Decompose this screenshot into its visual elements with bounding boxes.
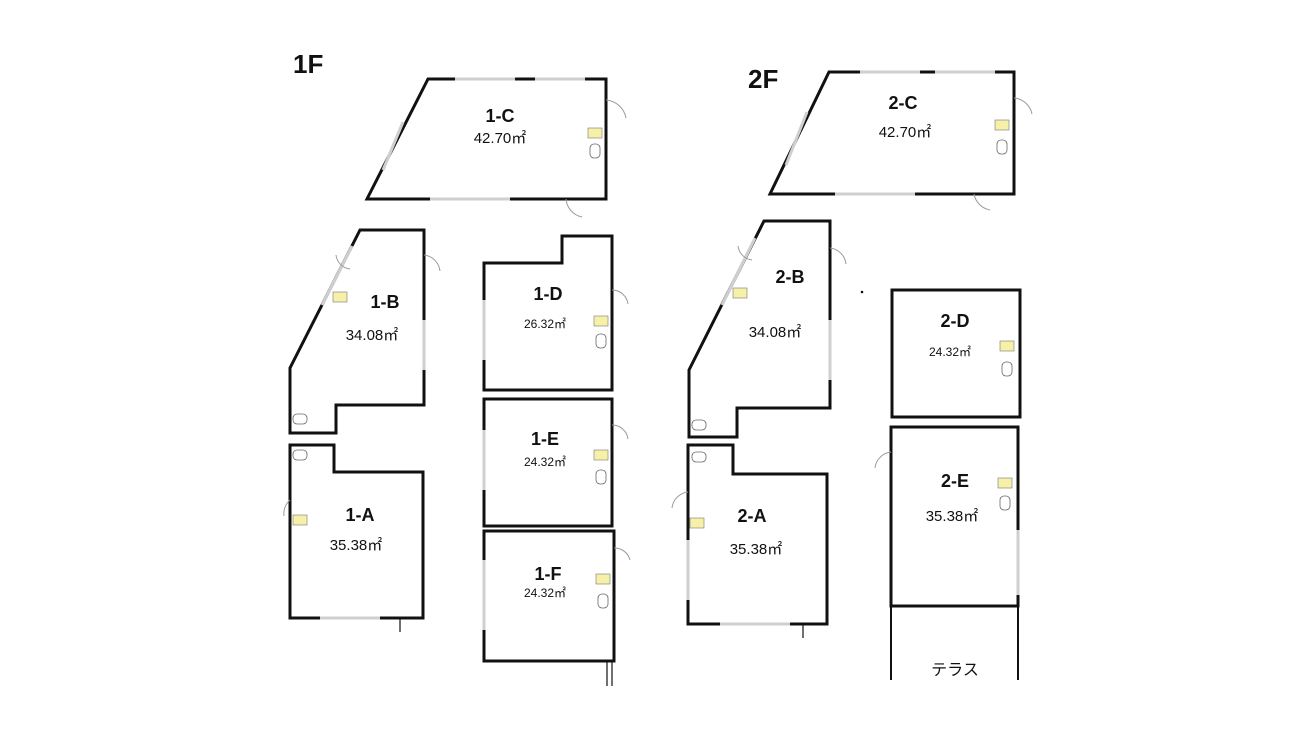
- unit-1b[interactable]: 1-B 34.08㎡: [288, 228, 441, 435]
- unit-name: 2-E: [941, 471, 969, 491]
- toilet-icon: [595, 333, 607, 349]
- kitchen-icon: [999, 340, 1015, 352]
- unit-2c[interactable]: 2-C 42.70㎡: [767, 70, 1033, 211]
- toilet-icon: [1001, 361, 1013, 377]
- kitchen-icon: [732, 287, 748, 299]
- unit-1c[interactable]: 1-C 42.70㎡: [364, 77, 627, 218]
- unit-2a[interactable]: 2-A 35.38㎡: [671, 443, 829, 638]
- kitchen-icon: [593, 315, 609, 327]
- toilet-icon: [996, 139, 1008, 155]
- unit-name: 1-A: [345, 505, 374, 525]
- door-swing-icon: [973, 193, 991, 211]
- unit-name: 2-A: [737, 506, 766, 526]
- floor-label-1f: 1F: [293, 49, 323, 79]
- door-swing-icon: [611, 289, 629, 305]
- unit-2e-walls: [889, 425, 1020, 608]
- unit-1f[interactable]: 1-F 24.32㎡: [482, 529, 631, 686]
- unit-area: 26.32㎡: [524, 317, 566, 331]
- terrace: テラス: [890, 606, 1019, 680]
- unit-name: 2-C: [888, 93, 917, 113]
- unit-name: 1-E: [531, 429, 559, 449]
- kitchen-icon: [593, 449, 609, 461]
- toilet-icon: [999, 495, 1011, 511]
- unit-name: 1-D: [533, 284, 562, 304]
- unit-area: 42.70㎡: [474, 130, 527, 147]
- unit-name: 1-B: [370, 292, 399, 312]
- door-swing-icon: [671, 491, 689, 509]
- kitchen-icon: [689, 517, 705, 529]
- unit-name: 2-D: [940, 311, 969, 331]
- floor-label-2f: 2F: [748, 64, 778, 94]
- door-swing-icon: [613, 547, 631, 561]
- unit-2a-walls: [686, 443, 829, 626]
- toilet-icon: [292, 449, 308, 461]
- door-swing-icon: [335, 254, 351, 270]
- unit-area: 35.38㎡: [926, 508, 979, 525]
- kitchen-icon: [587, 127, 603, 139]
- kitchen-icon: [997, 477, 1013, 489]
- unit-2b-walls: [687, 219, 832, 439]
- door-swing-icon: [1013, 97, 1033, 115]
- unit-area: 35.38㎡: [730, 541, 783, 558]
- toilet-icon: [595, 469, 607, 485]
- unit-1e[interactable]: 1-E 24.32㎡: [482, 397, 629, 528]
- unit-area: 35.38㎡: [330, 537, 383, 554]
- toilet-icon: [691, 419, 707, 431]
- unit-2d[interactable]: 2-D 24.32㎡: [890, 288, 1022, 419]
- door-swing-icon: [283, 499, 291, 517]
- kitchen-icon: [332, 291, 348, 303]
- kitchen-icon: [994, 119, 1010, 131]
- marker-dot: [860, 290, 864, 294]
- unit-area: 24.32㎡: [524, 455, 566, 469]
- unit-2e[interactable]: 2-E 35.38㎡: [874, 425, 1020, 608]
- toilet-icon: [691, 451, 707, 463]
- door-swing-icon: [605, 99, 627, 119]
- toilet-icon: [597, 593, 609, 609]
- terrace-label: テラス: [931, 662, 979, 679]
- unit-2d-walls: [890, 288, 1022, 419]
- door-swing-icon: [565, 198, 583, 218]
- unit-name: 1-F: [535, 564, 562, 584]
- door-swing-icon: [611, 424, 629, 440]
- unit-area: 34.08㎡: [749, 324, 802, 341]
- unit-1b-walls: [288, 228, 426, 435]
- unit-1a[interactable]: 1-A 35.38㎡: [283, 443, 425, 632]
- kitchen-icon: [292, 514, 308, 526]
- unit-area: 34.08㎡: [346, 327, 399, 344]
- unit-1a-walls: [288, 443, 425, 620]
- door-swing-icon: [829, 247, 847, 265]
- kitchen-icon: [595, 573, 611, 585]
- unit-name: 1-C: [485, 106, 514, 126]
- unit-area: 42.70㎡: [879, 124, 932, 141]
- door-swing-icon: [737, 245, 753, 261]
- unit-area: 24.32㎡: [524, 586, 566, 600]
- unit-area: 24.32㎡: [929, 345, 971, 359]
- door-swing-icon: [874, 451, 892, 469]
- unit-1d[interactable]: 1-D 26.32㎡: [482, 234, 629, 392]
- unit-name: 2-B: [775, 267, 804, 287]
- unit-2b[interactable]: 2-B 34.08㎡: [687, 219, 847, 439]
- toilet-icon: [292, 413, 308, 425]
- unit-1d-walls: [482, 234, 614, 392]
- toilet-icon: [589, 143, 601, 159]
- door-swing-icon: [423, 254, 441, 272]
